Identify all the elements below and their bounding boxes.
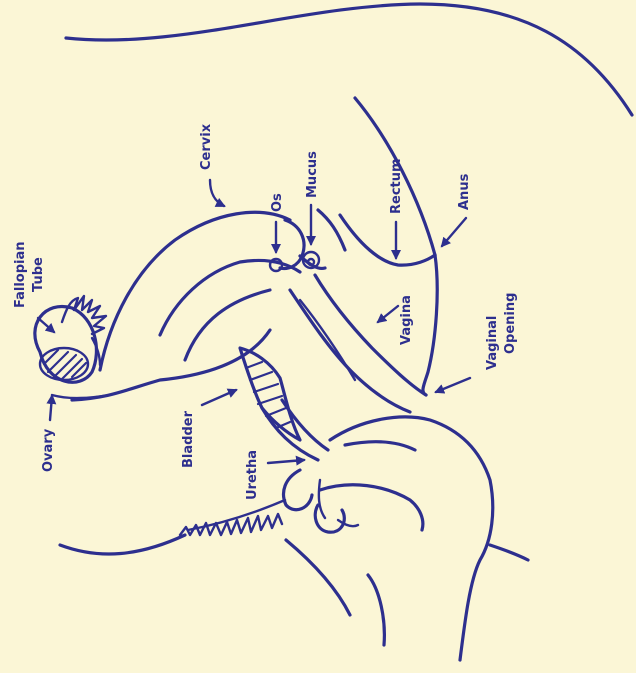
label-fallopian-line1: Fallopian — [13, 241, 28, 308]
fingertip — [315, 505, 344, 532]
label-rectum: Rectum — [389, 158, 404, 214]
label-fallopian-line2: Tube — [31, 257, 46, 292]
label-uretha: Uretha — [245, 450, 260, 500]
mucus-plug-inner — [308, 259, 314, 265]
label-os: Os — [270, 193, 285, 212]
label-vaginal-opening-line1: Vaginal — [485, 316, 500, 370]
rectum-inner — [340, 215, 435, 265]
pubic-hair — [180, 514, 282, 535]
ovary-arrow — [50, 396, 52, 420]
ovary-hatching — [44, 350, 86, 379]
thigh-outline — [490, 545, 528, 560]
anus-arrow — [442, 218, 466, 246]
hand-fingers — [330, 417, 493, 660]
vagina-fold — [300, 300, 355, 380]
label-ovary: Ovary — [41, 428, 56, 472]
uterus-outline — [72, 212, 290, 400]
uterine-cavity — [160, 260, 300, 360]
finger-lower — [320, 485, 423, 530]
anus-area — [423, 255, 437, 395]
label-anus: Anus — [457, 173, 472, 210]
label-vagina: Vagina — [399, 295, 414, 345]
vagina-arrow — [378, 306, 398, 322]
body-outline-front — [60, 535, 185, 554]
label-cervix: Cervix — [199, 123, 214, 170]
ovary-inner — [40, 348, 88, 380]
labia — [284, 470, 312, 510]
label-bladder: Bladder — [181, 410, 196, 468]
ovary — [35, 306, 97, 382]
vaginal-opening-arrow — [436, 378, 470, 392]
labia-fold — [319, 480, 325, 518]
palm — [286, 540, 350, 615]
fallopian-tube-arrow — [38, 318, 54, 332]
label-vaginal-opening-line2: Opening — [503, 293, 518, 354]
cervix-arrow — [210, 180, 224, 206]
finger-upper — [345, 442, 415, 450]
body-outline-back — [66, 4, 632, 115]
bladder — [240, 348, 300, 440]
palm-lower — [368, 575, 384, 645]
bladder-arrow — [202, 390, 236, 405]
label-mucus: Mucus — [305, 151, 320, 198]
uretha-arrow — [268, 460, 304, 463]
